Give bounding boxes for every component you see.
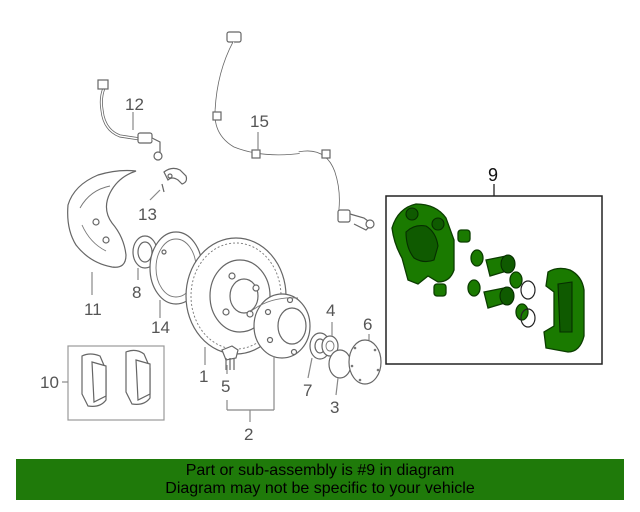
callout-12: 12 [125,95,144,114]
hub-part-2[interactable] [249,293,311,359]
brake-hose-part-12[interactable] [97,79,163,161]
callout-11: 11 [84,300,102,319]
notice-line-2: Diagram may not be specific to your vehi… [165,480,475,497]
nut-part-4[interactable] [321,335,339,357]
brake-pads-part-10[interactable] [67,345,165,421]
dust-shield-part-11[interactable] [67,169,137,268]
callout-4: 4 [326,301,335,320]
notice-line-1: Part or sub-assembly is #9 in diagram [185,462,455,479]
callout-7: 7 [303,381,312,400]
callout-9: 9 [488,165,498,185]
gasket-part-6[interactable] [348,339,382,385]
callout-2: 2 [244,425,253,444]
callout-13: 13 [138,205,157,224]
oring-part-3[interactable] [328,349,352,379]
stud-part-5[interactable] [221,345,239,370]
callout-1: 1 [199,367,208,386]
callout-15: 15 [250,112,269,131]
abs-sensor-wire-part-15[interactable] [212,31,375,231]
callout-8: 8 [132,283,141,302]
callout-14: 14 [151,318,170,337]
parts-diagram: 12 13 15 11 8 [40,31,603,444]
callout-3: 3 [330,398,339,417]
callout-10: 10 [40,373,59,392]
bracket-part-13[interactable] [161,167,188,193]
highlight-notice-banner: Part or sub-assembly is #9 in diagram Di… [16,459,624,500]
callout-5: 5 [221,377,230,396]
callout-6: 6 [363,315,372,334]
caliper-assembly-part-9[interactable] [385,195,603,365]
